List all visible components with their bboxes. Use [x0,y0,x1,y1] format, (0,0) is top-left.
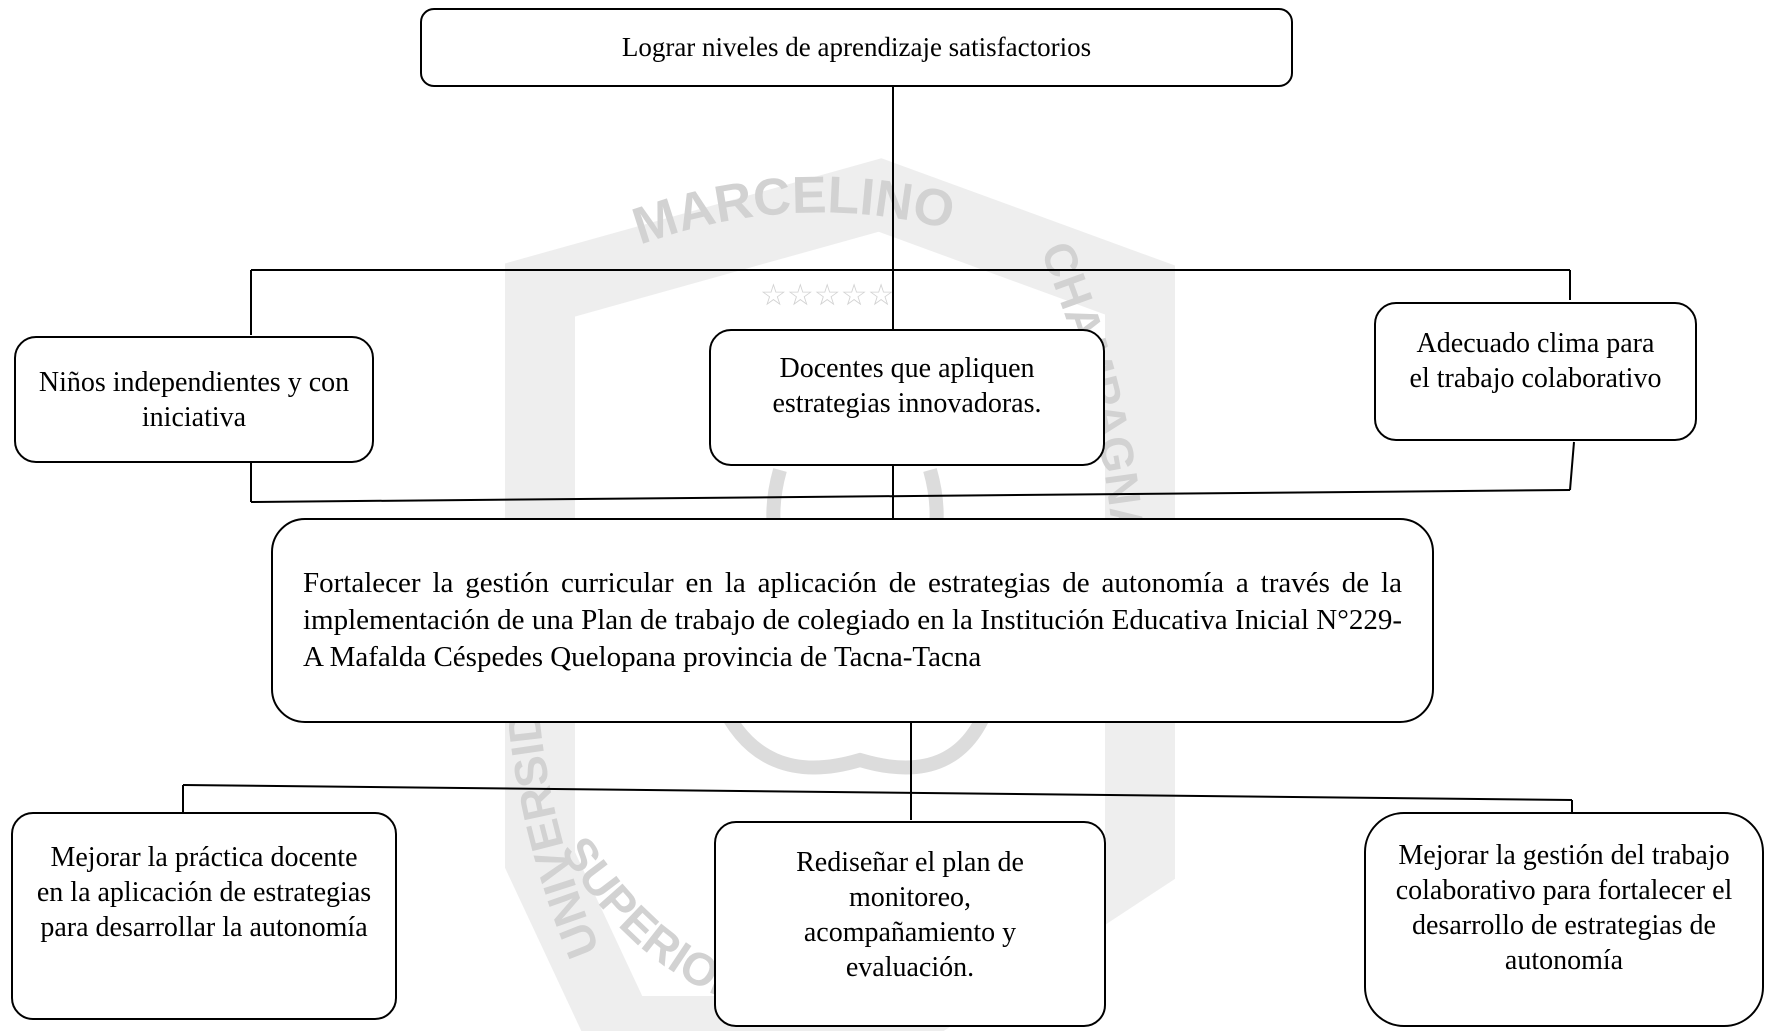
connector-mid-bar [250,489,1571,503]
node-mid-left: Niños independientes y con iniciativa [14,336,374,463]
node-bottom-center-text: Rediseñar el plan de monitoreo, acompaña… [796,847,1024,983]
node-mid-center: Docentes que apliquen estrategias innova… [709,329,1105,466]
goal-node-text: Lograr niveles de aprendizaje satisfacto… [621,31,1092,62]
connector-lower-bar [182,784,1573,801]
node-bottom-right-text: Mejorar la gestión del trabajo colaborat… [1395,840,1733,976]
node-bottom-right: Mejorar la gestión del trabajo colaborat… [1364,812,1764,1027]
objective-node-text: Fortalecer la gestión curricular en la a… [303,567,1402,673]
goal-node: Lograr niveles de aprendizaje satisfacto… [420,8,1293,87]
node-mid-center-text: Docentes que apliquen estrategias innova… [772,353,1042,419]
objective-node: Fortalecer la gestión curricular en la a… [271,518,1434,723]
node-bottom-center: Rediseñar el plan de monitoreo, acompaña… [714,821,1106,1027]
node-mid-right-text: Adecuado clima para el trabajo colaborat… [1409,328,1662,394]
node-bottom-left: Mejorar la práctica docente en la aplica… [11,812,397,1020]
node-mid-right: Adecuado clima para el trabajo colaborat… [1374,302,1697,441]
node-mid-left-text: Niños independientes y con iniciativa [38,366,350,433]
node-bottom-left-text: Mejorar la práctica docente en la aplica… [36,842,372,943]
connector-right-rise [1569,441,1575,491]
